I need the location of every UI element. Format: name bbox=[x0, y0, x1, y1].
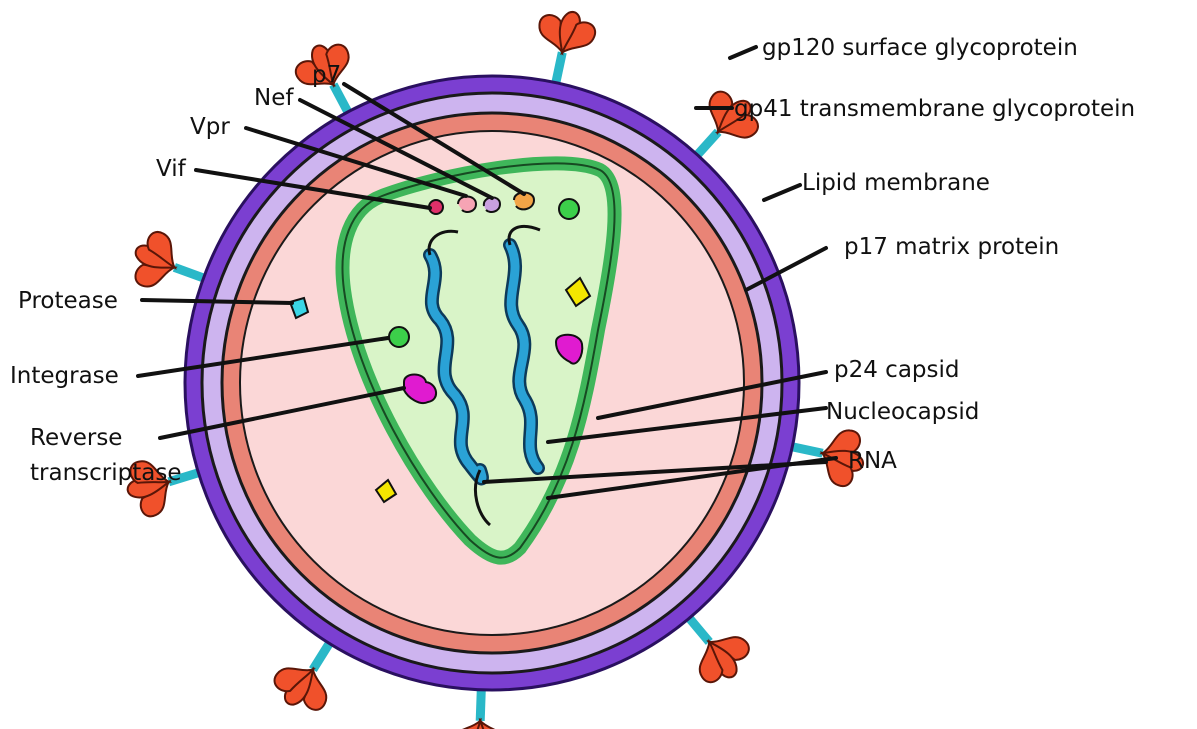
gp120-head bbox=[535, 6, 599, 59]
label-vif: Vif bbox=[156, 156, 187, 182]
label-p24-capsid: p24 capsid bbox=[834, 357, 960, 383]
gp120-head bbox=[267, 655, 337, 720]
label-rna: RNA bbox=[848, 448, 897, 474]
label-nucleocapsid: Nucleocapsid bbox=[826, 399, 979, 425]
label-nef: Nef bbox=[254, 85, 294, 111]
label-protease: Protease bbox=[18, 288, 118, 314]
capsid-green-particle bbox=[559, 199, 579, 219]
label-p17-matrix: p17 matrix protein bbox=[844, 234, 1059, 260]
label-reverse-transcriptase-line1: Reverse bbox=[30, 425, 122, 451]
gp120-head bbox=[125, 227, 184, 294]
label-lipid-membrane: Lipid membrane bbox=[802, 170, 990, 196]
label-gp120: gp120 surface glycoprotein bbox=[762, 35, 1078, 61]
label-vpr: Vpr bbox=[190, 114, 230, 140]
label-integrase: Integrase bbox=[10, 363, 119, 389]
label-p7: p7 bbox=[312, 62, 341, 88]
label-reverse-transcriptase-line2: transcriptase bbox=[30, 460, 181, 486]
integrase-protein bbox=[389, 327, 409, 347]
gp120-head bbox=[451, 720, 509, 729]
label-gp41: gp41 transmembrane glycoprotein bbox=[734, 96, 1135, 122]
